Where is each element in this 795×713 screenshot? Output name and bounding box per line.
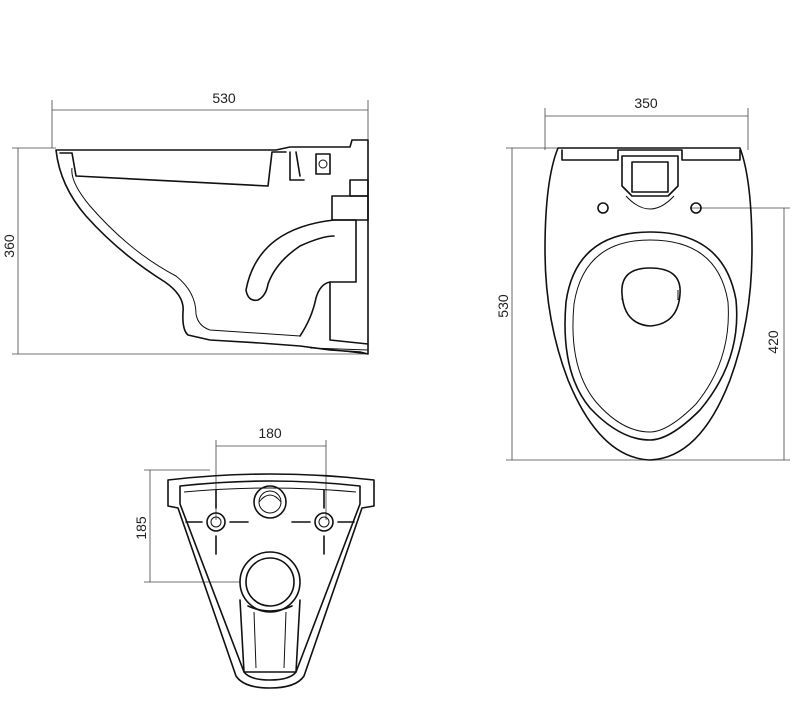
top-width-label: 350 [634, 95, 658, 111]
top-fixing-hole-left [597, 202, 609, 214]
side-fixing-bracket [315, 153, 331, 175]
top-inlet-curve [625, 195, 675, 210]
rear-outline [167, 473, 375, 689]
side-inlet-block [331, 195, 369, 221]
top-view: 350 530 420 [495, 95, 790, 461]
side-outlet [245, 219, 357, 337]
top-length-label: 530 [495, 294, 511, 318]
rear-inlet [253, 485, 287, 519]
top-bowl-rim-inner [572, 239, 729, 433]
side-rear-flange [289, 151, 369, 345]
top-inlet [621, 155, 679, 197]
side-rim-edge [71, 167, 301, 337]
rear-fixing-hole-right [314, 512, 334, 532]
rear-outlet-channel-inner [253, 611, 287, 669]
rear-height-label: 185 [133, 516, 149, 540]
rear-fixing-cross-left [185, 489, 249, 555]
side-base-flange [299, 345, 369, 355]
top-fixing-label: 420 [765, 330, 781, 354]
side-view: 530 360 [1, 90, 369, 355]
rear-inner-outline [179, 480, 361, 681]
top-bowl-outline [544, 147, 753, 461]
rear-inlet-inner [258, 490, 282, 514]
rear-outlet [239, 551, 301, 613]
rear-fixing-hole-right-inner [318, 516, 330, 528]
top-outlet [621, 267, 681, 327]
rear-width-label: 180 [258, 425, 282, 441]
side-inlet-cap [349, 179, 369, 197]
top-bowl-rim [564, 231, 738, 441]
rear-rim-line [183, 487, 357, 493]
top-rear-block [561, 149, 741, 161]
side-bowl-outline [55, 139, 369, 355]
side-rim-inner [59, 151, 287, 187]
side-width-label: 530 [212, 90, 236, 106]
top-outlet-marks [621, 290, 679, 300]
rear-outlet-inner [245, 557, 295, 607]
top-inlet-opening [631, 161, 669, 193]
rear-inlet-detail [258, 494, 282, 503]
rear-fixing-cross-right [291, 489, 355, 555]
top-fixing-hole-right [690, 202, 702, 214]
rear-outlet-channel [239, 599, 301, 673]
side-fixing-hole [318, 159, 328, 169]
rear-view: 180 185 [133, 425, 375, 689]
rear-fixing-hole-left-inner [210, 516, 222, 528]
side-height-label: 360 [1, 234, 17, 258]
rear-fixing-hole-left [206, 512, 226, 532]
